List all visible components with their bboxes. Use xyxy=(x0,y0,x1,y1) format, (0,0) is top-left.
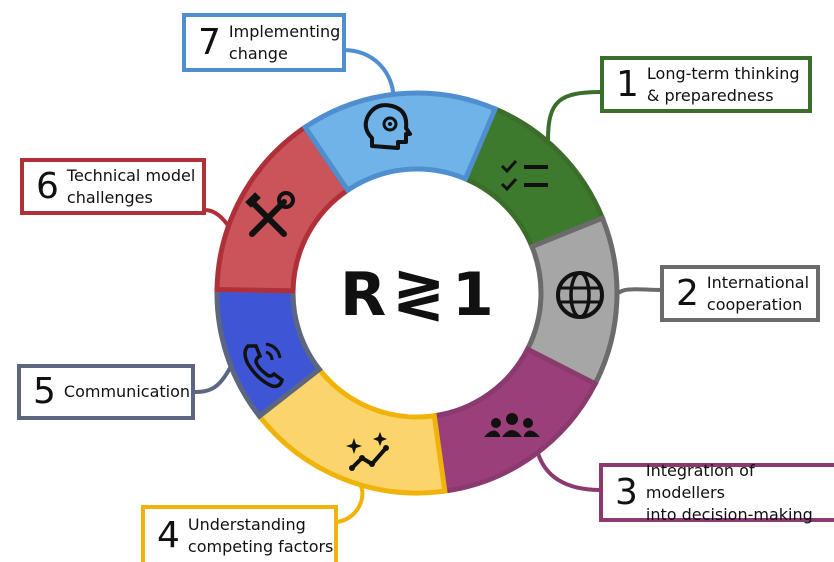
connector-1 xyxy=(546,90,603,141)
center-right: 1 xyxy=(452,260,494,330)
segment-icons xyxy=(243,103,604,471)
center-left: R xyxy=(340,260,387,330)
connector-2 xyxy=(610,287,663,302)
phone-call-icon xyxy=(243,342,284,389)
label-box-4: 4 Understanding competing factors xyxy=(141,505,338,562)
label-number-6: 6 xyxy=(36,165,59,207)
team-icon xyxy=(484,413,540,437)
label-number-1: 1 xyxy=(616,63,639,105)
tools-icon xyxy=(245,191,295,237)
label-text-2: International cooperation xyxy=(706,272,810,314)
label-box-6: 6 Technical model challenges xyxy=(20,158,206,215)
sparkle-trend-icon xyxy=(346,432,389,471)
label-text-7: Implementing change xyxy=(228,21,341,63)
connector-3 xyxy=(535,449,602,492)
center-operator: ≷ xyxy=(392,256,446,330)
label-box-5: 5 Communication xyxy=(17,364,195,420)
center-formula: R ≷ 1 xyxy=(340,250,500,340)
label-number-4: 4 xyxy=(157,514,180,556)
checklist-icon xyxy=(500,159,548,192)
head-gear-icon xyxy=(363,103,412,150)
label-text-5: Communication xyxy=(63,382,191,401)
label-box-1: 1 Long-term thinking & preparedness xyxy=(600,56,812,113)
label-box-3: 3 Integration of modellers into decision… xyxy=(599,461,834,524)
label-number-7: 7 xyxy=(198,21,221,63)
label-text-3: Integration of modellers into decision-m… xyxy=(645,460,813,524)
label-text-4: Understanding competing factors xyxy=(187,514,334,556)
label-box-7: 7 Implementing change xyxy=(182,13,346,72)
label-number-2: 2 xyxy=(676,272,699,314)
label-number-3: 3 xyxy=(615,471,638,513)
label-number-5: 5 xyxy=(33,371,56,412)
label-text-1: Long-term thinking & preparedness xyxy=(646,63,800,105)
ring-segments xyxy=(214,90,620,496)
label-text-6: Technical model challenges xyxy=(66,165,196,207)
globe-icon xyxy=(556,271,604,319)
label-box-2: 2 International cooperation xyxy=(660,265,820,322)
